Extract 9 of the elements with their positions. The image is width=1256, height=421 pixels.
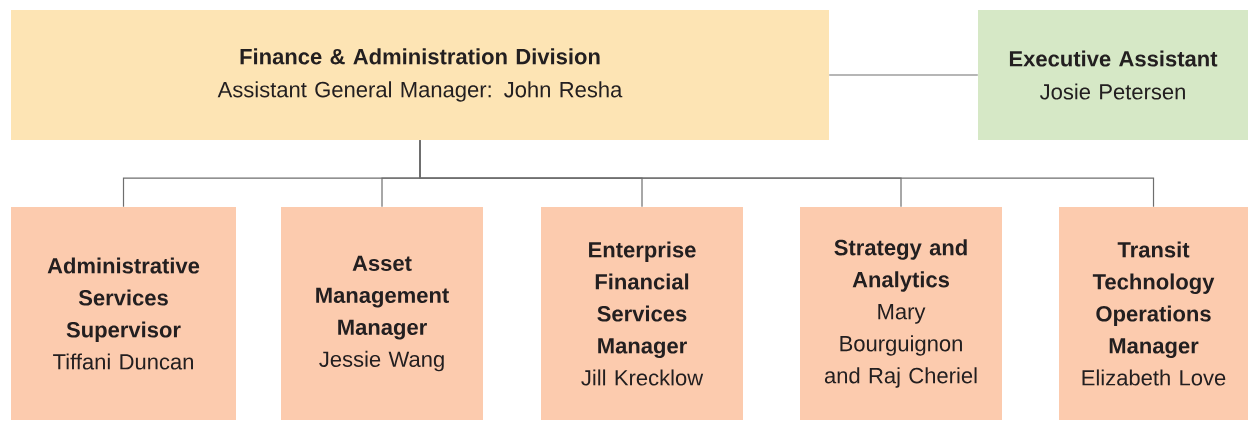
org-box: Enterprise Financial Services Manager Jill Krecklow [541, 207, 743, 420]
org-box: Strategy and Analytics Mary Bourguignon and Raj Cheriel [800, 207, 1002, 420]
org-box: Executive Assistant Josie Petersen [978, 10, 1248, 140]
org-box: Transit Technology Operations Manager Elizabeth Love [1059, 207, 1248, 420]
org-box: Finance & Administration Division Assistant General Manager: John Resha [11, 10, 829, 140]
connector-line [419, 139, 1155, 208]
connector-line [828, 74, 979, 76]
org-box: Asset Management Manager Jessie Wang [281, 207, 483, 420]
org-box: Administrative Services Supervisor Tiffani Duncan [11, 207, 236, 420]
